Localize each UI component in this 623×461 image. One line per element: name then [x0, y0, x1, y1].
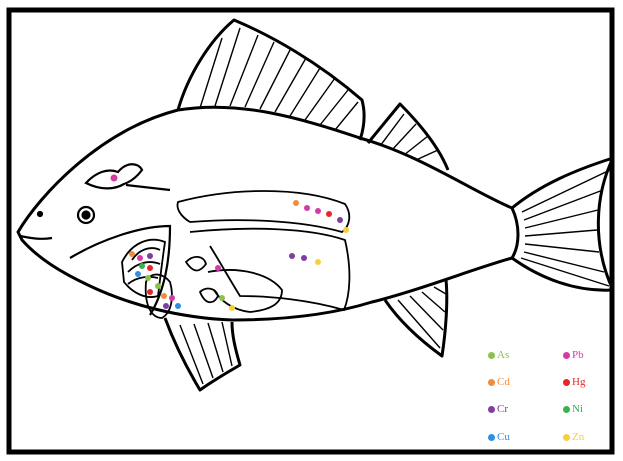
mouth	[20, 236, 52, 239]
legend-label: Cu	[497, 431, 510, 443]
intestine	[208, 270, 282, 312]
swim-bladder	[190, 229, 349, 310]
legend-dot-icon	[563, 379, 570, 386]
legend-label: Cd	[497, 376, 510, 388]
legend-dot-icon	[488, 352, 495, 359]
marker-intestine-cr2	[301, 255, 307, 261]
fin-rays	[180, 28, 610, 384]
marker-spleen-zn	[229, 305, 235, 311]
marker-liver-cr	[163, 303, 169, 309]
nostril	[38, 212, 42, 216]
marker-gills-cu	[135, 271, 141, 277]
legend-label: Hg	[572, 376, 585, 388]
legend-label: Cr	[497, 403, 508, 415]
legend-item-cu: Cu	[488, 431, 510, 443]
legend-dot-icon	[563, 434, 570, 441]
marker-gills-ni	[139, 263, 145, 269]
marker-intestine-cr	[289, 253, 295, 259]
marker-kidney-cr	[337, 217, 343, 223]
marker-gills-hg	[147, 265, 153, 271]
marker-gills-cd	[129, 251, 135, 257]
legend-dot-icon	[488, 406, 495, 413]
marker-spleen-as	[219, 295, 225, 301]
legend-item-cr: Cr	[488, 403, 508, 415]
marker-kidney-hg	[326, 211, 332, 217]
kidney	[178, 191, 350, 232]
legend-dot-icon	[488, 434, 495, 441]
legend-item-pb: Pb	[563, 349, 584, 361]
legend-dot-icon	[563, 406, 570, 413]
second-dorsal-fin	[368, 104, 448, 170]
legend-item-ni: Ni	[563, 403, 583, 415]
pupil	[83, 212, 90, 219]
marker-gills-pb	[137, 255, 143, 261]
marker-liver-cd	[161, 293, 167, 299]
marker-gills-cr	[147, 253, 153, 259]
marker-liver-pb	[169, 295, 175, 301]
legend-dot-icon	[563, 352, 570, 359]
marker-liver-as	[155, 283, 161, 289]
marker-intestine-zn	[315, 259, 321, 265]
marker-kidney-pb2	[315, 208, 321, 214]
marker-kidney-pb	[304, 205, 310, 211]
dorsal-fin	[178, 20, 364, 140]
legend-item-as: As	[488, 349, 509, 361]
spleen	[200, 289, 218, 303]
legend-label: Ni	[572, 403, 583, 415]
legend-label: As	[497, 349, 509, 361]
brain-line	[126, 185, 170, 190]
marker-heart-pb	[215, 265, 221, 271]
legend-item-hg: Hg	[563, 376, 585, 388]
frame	[9, 10, 612, 452]
legend-label: Zn	[572, 431, 584, 443]
marker-liver-cu	[175, 303, 181, 309]
legend-item-zn: Zn	[563, 431, 584, 443]
legend-dot-icon	[488, 379, 495, 386]
marker-gills-as	[145, 275, 151, 281]
marker-kidney-cd	[293, 200, 299, 206]
legend-item-cd: Cd	[488, 376, 510, 388]
legend-label: Pb	[572, 349, 584, 361]
marker-kidney-zn	[343, 227, 349, 233]
marker-liver-hg	[147, 289, 153, 295]
marker-brain-pb	[111, 175, 118, 182]
heart	[186, 257, 206, 271]
